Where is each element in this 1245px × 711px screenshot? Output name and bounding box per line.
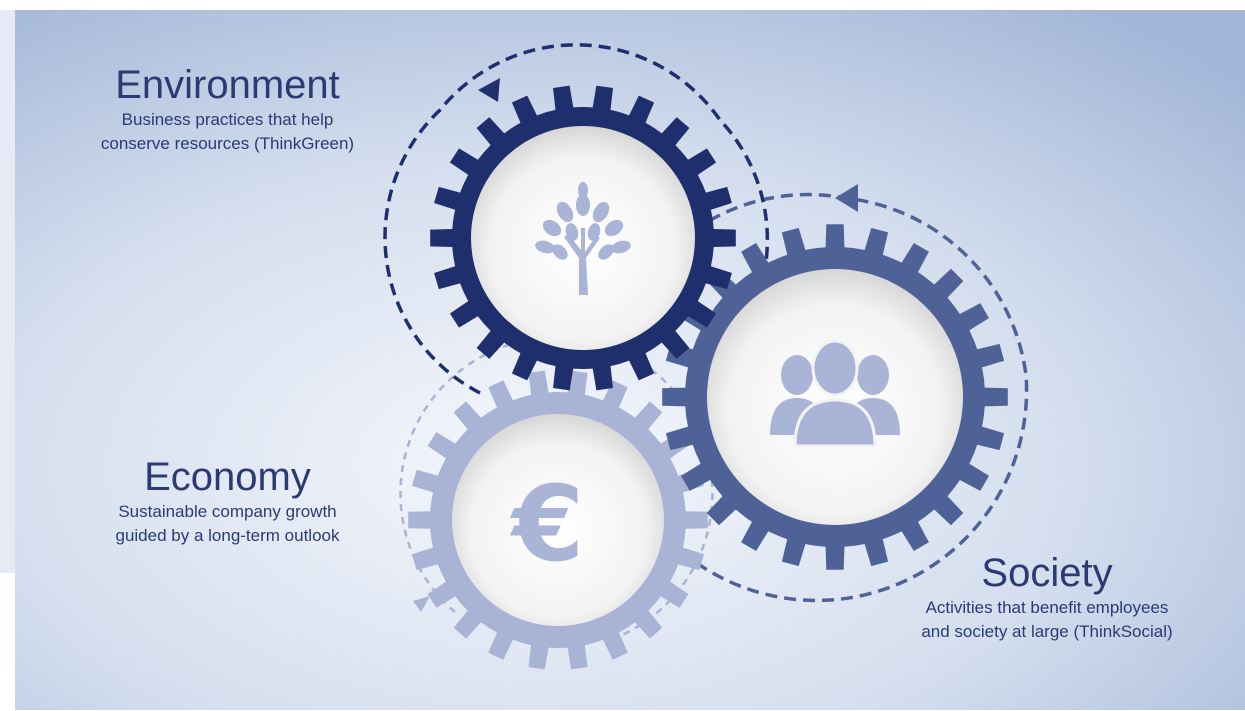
society-label: Society Activities that benefit employee…	[872, 550, 1222, 644]
society-title: Society	[981, 551, 1113, 595]
tree-icon	[535, 182, 631, 295]
economy-label: Economy Sustainable company growth guide…	[60, 454, 395, 548]
environment-rotation-arrow	[383, 43, 770, 395]
society-rotation-arrow	[610, 192, 1029, 603]
economy-description-line2: guided by a long-term outlook	[115, 526, 340, 545]
environment-arrow-head	[478, 78, 500, 102]
people-icon	[770, 339, 900, 448]
society-gear-face	[707, 269, 963, 525]
society-description-line1: Activities that benefit employees	[925, 598, 1169, 617]
environment-title: Environment	[115, 63, 340, 107]
economy-arrow-head	[413, 596, 430, 612]
environment-description-line2: conserve resources (ThinkGreen)	[100, 134, 355, 153]
economy-gear-face	[452, 414, 664, 626]
economy-title: Economy	[144, 455, 311, 499]
euro-icon: €	[510, 463, 584, 585]
left-margin-strip	[0, 10, 15, 573]
environment-label: Environment Business practices that help…	[60, 62, 395, 156]
economy-description-line1: Sustainable company growth	[118, 502, 337, 521]
society-description-line2: and society at large (ThinkSocial)	[921, 622, 1173, 641]
environment-description-line1: Business practices that help	[121, 110, 334, 129]
society-arrow-head	[835, 184, 858, 212]
